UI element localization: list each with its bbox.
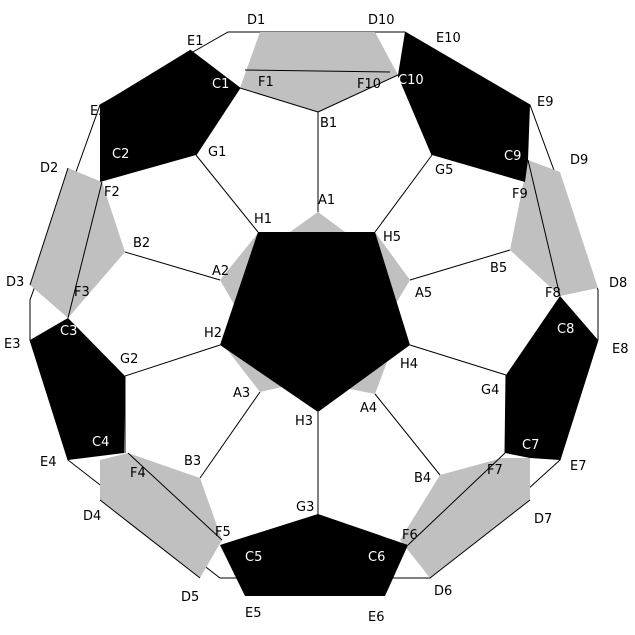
label-c8: C8 — [557, 322, 574, 337]
label-d6: D6 — [434, 584, 452, 599]
label-b4: B4 — [414, 471, 431, 486]
gray-tri-a5 — [375, 232, 410, 305]
label-c9: C9 — [504, 149, 521, 164]
label-f2: F2 — [104, 185, 120, 200]
label-d4: D4 — [83, 509, 101, 524]
label-g3: G3 — [296, 500, 314, 515]
label-a2: A2 — [212, 264, 229, 279]
label-g4: G4 — [481, 383, 499, 398]
label-e2: E2 — [90, 104, 107, 119]
gray-tri-a4 — [345, 362, 387, 394]
label-a4: A4 — [360, 401, 377, 416]
label-e4: E4 — [40, 455, 57, 470]
label-h4: H4 — [400, 357, 418, 372]
label-f4: F4 — [130, 466, 146, 481]
label-d3: D3 — [6, 275, 24, 290]
label-e10: E10 — [436, 31, 461, 46]
label-c1: C1 — [212, 77, 229, 92]
label-g1: G1 — [208, 145, 226, 160]
label-g5: G5 — [435, 163, 453, 178]
label-h1: H1 — [254, 212, 272, 227]
black-face-left — [30, 318, 125, 460]
label-b2: B2 — [133, 236, 150, 251]
label-c4: C4 — [92, 435, 109, 450]
label-e6: E6 — [368, 610, 385, 625]
gray-face-right — [510, 160, 598, 296]
label-b3: B3 — [184, 454, 201, 469]
gray-tri-a1 — [290, 212, 345, 232]
label-h5: H5 — [383, 230, 401, 245]
label-d9: D9 — [570, 153, 588, 168]
black-face-bottom — [220, 514, 408, 596]
label-e8: E8 — [612, 342, 629, 357]
label-g2: G2 — [120, 352, 138, 367]
label-b5: B5 — [490, 261, 507, 276]
label-b1: B1 — [320, 116, 337, 131]
label-f1: F1 — [258, 75, 274, 90]
label-f9: F9 — [512, 187, 528, 202]
label-e1: E1 — [187, 34, 204, 49]
label-f5: F5 — [215, 525, 231, 540]
label-f3: F3 — [74, 285, 90, 300]
label-c2: C2 — [112, 147, 129, 162]
edges — [29, 49, 561, 579]
gray-tri-a2 — [220, 233, 258, 306]
gray-face-top — [240, 32, 398, 112]
label-d7: D7 — [534, 512, 552, 527]
label-h2: H2 — [204, 326, 222, 341]
gray-face-left — [30, 168, 125, 318]
label-e5: E5 — [245, 606, 262, 621]
label-c7: C7 — [522, 438, 539, 453]
label-e3: E3 — [4, 337, 21, 352]
gray-face-lower-left — [100, 453, 222, 578]
label-d8: D8 — [609, 276, 627, 291]
label-c3: C3 — [60, 324, 77, 339]
label-d5: D5 — [181, 590, 199, 605]
label-a5: A5 — [415, 286, 432, 301]
label-c5: C5 — [245, 550, 262, 565]
label-f7: F7 — [487, 463, 503, 478]
label-c6: C6 — [368, 550, 385, 565]
label-e7: E7 — [570, 459, 587, 474]
label-d2: D2 — [40, 161, 58, 176]
label-f8: F8 — [545, 286, 561, 301]
black-face-center — [220, 232, 410, 412]
label-c10: C10 — [398, 73, 424, 88]
label-f6: F6 — [402, 528, 418, 543]
black-face-right — [505, 296, 598, 460]
label-a1: A1 — [318, 193, 335, 208]
label-h3: H3 — [295, 414, 313, 429]
label-f10: F10 — [357, 77, 381, 92]
label-a3: A3 — [233, 386, 250, 401]
label-e9: E9 — [537, 95, 554, 110]
label-d10: D10 — [368, 13, 395, 28]
gray-face-lower-right — [400, 458, 530, 578]
black-face-upper-right — [398, 32, 530, 182]
label-d1: D1 — [247, 13, 265, 28]
black-face-upper-left — [100, 50, 240, 182]
